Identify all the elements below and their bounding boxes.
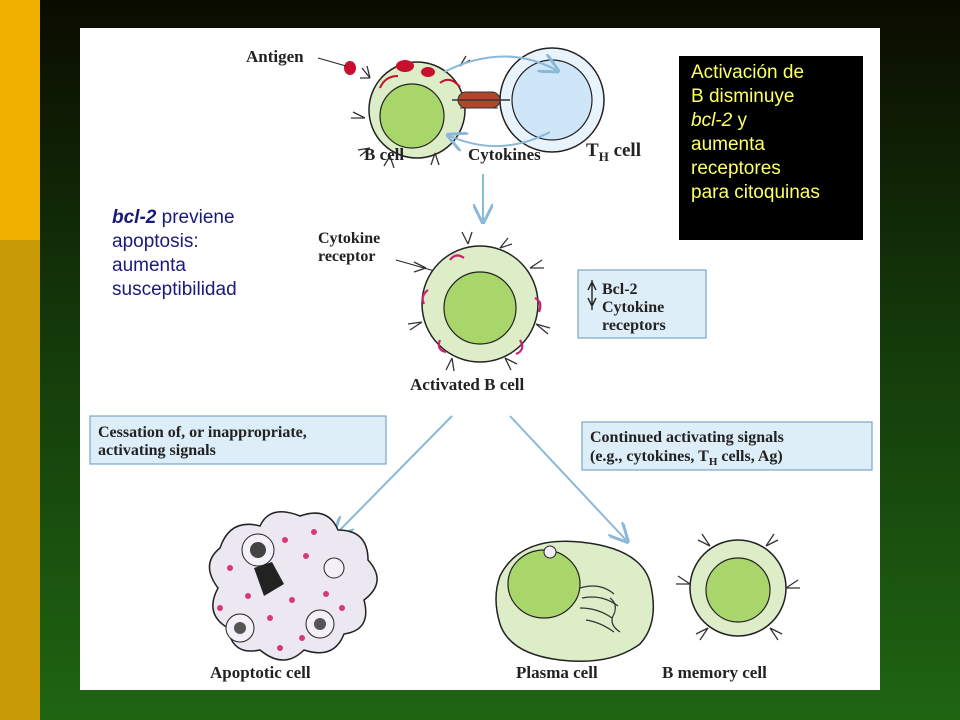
b-cell-activation-diagram: Antigen B cell Cytokines TH cell Cytokin… xyxy=(89,47,873,682)
th-cell-label: TH cell xyxy=(586,140,641,164)
antigen-label: Antigen xyxy=(246,47,304,66)
continued-label-1: Continued activating signals xyxy=(590,429,784,446)
bcl2-note-line-2: apoptosis: xyxy=(112,231,199,252)
continued-label-2: (e.g., cytokines, TH cells, Ag) xyxy=(590,448,783,468)
apoptotic-cell-label: Apoptotic cell xyxy=(210,663,311,682)
accent-bar-top xyxy=(0,0,40,240)
bcl2-note-line-1: bcl-2 previene xyxy=(112,207,235,228)
cytokines-label: Cytokines xyxy=(468,145,541,164)
activation-note-line-6: para citoquinas xyxy=(691,182,820,203)
activated-cell-receptors xyxy=(407,231,551,372)
antigen-particle xyxy=(344,61,356,75)
apoptotic-cell xyxy=(208,511,378,661)
activation-note-line-2: B disminuye xyxy=(691,86,795,107)
memory-cell-receptors xyxy=(676,533,800,641)
cessation-box: Cessation of, or inappropriate, activati… xyxy=(89,415,387,465)
arrow-to-apoptotic xyxy=(336,415,453,534)
b-cell xyxy=(344,60,466,159)
cytokine-loop-arrows xyxy=(444,56,556,146)
b-cell-receptors xyxy=(351,55,471,169)
bcl2-label: Bcl-2 xyxy=(602,281,638,298)
accent-bar-bottom xyxy=(0,240,40,720)
bcl2-note: bcl-2 previene apoptosis: aumenta suscep… xyxy=(112,206,282,302)
cessation-label-2: activating signals xyxy=(98,442,216,459)
cytokine-receptors-label-1: Cytokine xyxy=(602,299,664,316)
continued-signals-box: Continued activating signals (e.g., cyto… xyxy=(581,421,873,471)
cessation-label-1: Cessation of, or inappropriate, xyxy=(98,424,307,441)
cytokine-receptors-label-2: receptors xyxy=(602,317,666,334)
activated-b-cell xyxy=(421,245,539,363)
bcl2-note-line-3: aumenta xyxy=(112,255,186,276)
bcl2-info-box: Bcl-2 Cytokine receptors xyxy=(577,269,707,339)
plasma-cell-label: Plasma cell xyxy=(516,663,598,682)
b-memory-cell-label: B memory cell xyxy=(662,663,767,682)
cytokine-receptor-label-2: receptor xyxy=(318,248,375,265)
b-memory-cell xyxy=(689,539,787,637)
cytokine-receptor-label-1: Cytokine xyxy=(318,230,380,247)
activated-b-cell-label: Activated B cell xyxy=(410,375,525,394)
antigen-particle xyxy=(396,60,414,72)
activation-note-line-4: aumenta xyxy=(691,134,765,155)
activation-note: Activación de B disminuye bcl-2 y aument… xyxy=(679,56,863,240)
cytokine-receptors-on-cell xyxy=(421,254,542,356)
arrow-to-plasma xyxy=(509,415,626,540)
activation-note-line-1: Activación de xyxy=(691,62,805,83)
activation-note-line-5: receptores xyxy=(691,158,781,179)
b-cell-label: B cell xyxy=(364,145,404,164)
decrease-increase-arrows-icon xyxy=(587,280,597,310)
activation-note-line-3: bcl-2 y xyxy=(691,110,747,131)
bcl2-note-line-4: susceptibilidad xyxy=(112,279,237,300)
th-cell xyxy=(499,47,605,153)
plasma-cell xyxy=(495,540,655,663)
cell-contact-complex xyxy=(452,91,510,109)
